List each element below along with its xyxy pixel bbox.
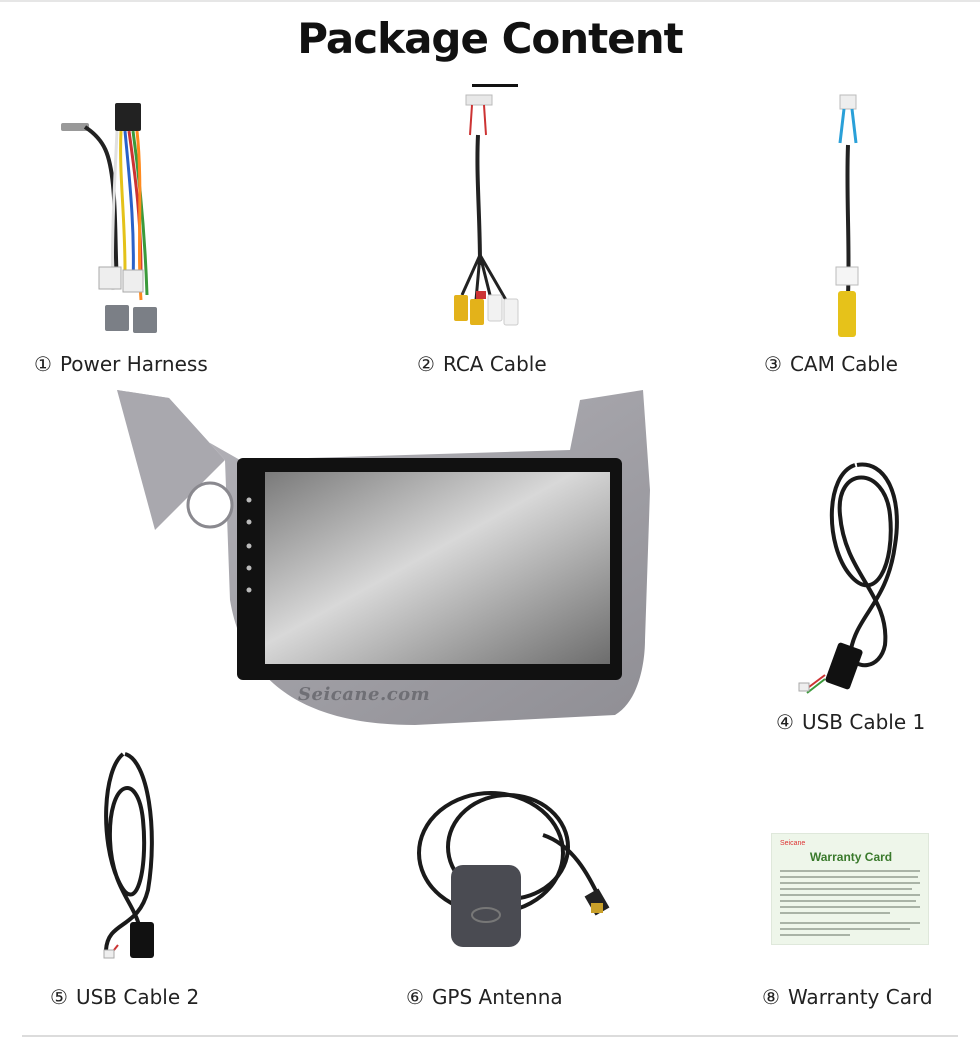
power-harness-item — [55, 95, 175, 345]
warranty-card-icon: Seicane Warranty Card — [771, 833, 929, 945]
page-title: Package Content — [297, 14, 683, 63]
power-harness-icon — [61, 103, 157, 333]
warranty-card-title: Warranty Card — [809, 850, 893, 864]
usb-cable-icon — [103, 752, 154, 959]
gps-antenna-item — [413, 785, 618, 955]
title-underline — [472, 84, 518, 87]
rca-cable-icon — [454, 94, 519, 326]
car-radio-icon — [117, 390, 650, 725]
top-divider — [0, 0, 980, 2]
rca-cable-item — [450, 94, 530, 345]
cam-cable-item — [820, 94, 880, 345]
head-unit — [115, 390, 655, 730]
bottom-divider — [22, 1035, 958, 1037]
usb-cable-1-item — [795, 455, 905, 700]
warranty-card-brand: Seicane — [780, 840, 806, 847]
gps-antenna-icon — [417, 791, 610, 947]
cam-cable-icon — [835, 94, 859, 337]
brand-watermark: Seicane.com — [298, 684, 431, 705]
usb-cable-icon — [798, 462, 899, 694]
usb-cable-2-item — [88, 750, 168, 965]
